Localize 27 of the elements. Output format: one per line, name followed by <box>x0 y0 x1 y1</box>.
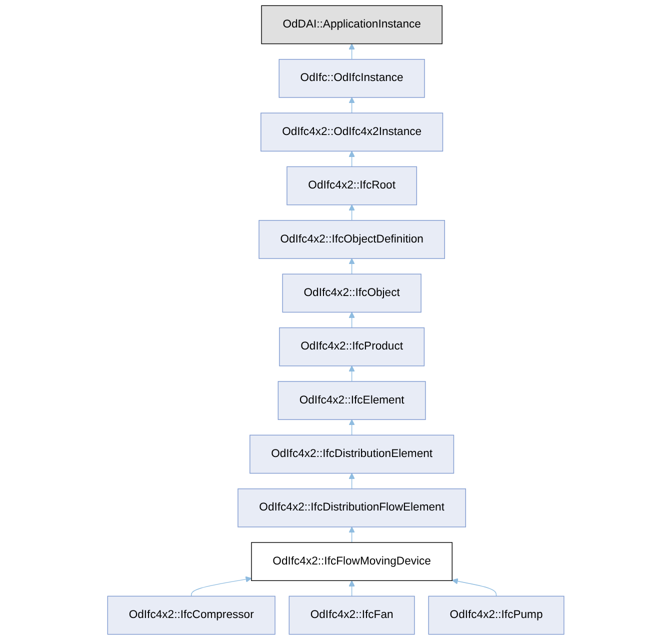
arrow <box>348 419 355 436</box>
arrow <box>348 150 355 168</box>
node-box: OdIfc4x2::IfcElement <box>278 381 426 420</box>
node-box: OdIfc4x2::IfcPump <box>428 596 564 635</box>
node-box: OdDAI::ApplicationInstance <box>260 5 442 44</box>
arrow <box>348 312 355 328</box>
node-box: OdIfc4x2::IfcObjectDefinition <box>258 220 445 259</box>
node-box: OdIfc4x2::IfcRoot <box>286 166 417 206</box>
arrow <box>190 576 252 597</box>
arrow <box>348 258 355 274</box>
node-box: OdIfc::OdIfcInstance <box>278 58 425 98</box>
node-box: OdIfc4x2::IfcFan <box>288 596 415 635</box>
node-box: OdIfc4x2::OdIfc4x2Instance <box>260 112 443 152</box>
arrow <box>348 526 355 543</box>
arrow <box>348 366 355 382</box>
arrow <box>348 97 355 114</box>
arrow <box>348 473 355 490</box>
arrow <box>452 578 496 597</box>
node-box: OdIfc4x2::IfcFlowMovingDevice <box>250 542 452 581</box>
arrow <box>348 44 355 60</box>
node-box: OdIfc4x2::IfcObject <box>282 274 422 313</box>
node-box: OdIfc4x2::IfcDistributionFlowElement <box>237 488 466 528</box>
node-box: OdIfc4x2::IfcDistributionElement <box>249 434 454 474</box>
arrow <box>348 204 355 221</box>
node-box: OdIfc4x2::IfcCompressor <box>107 596 276 635</box>
arrow <box>348 580 355 597</box>
node-box: OdIfc4x2::IfcProduct <box>278 327 424 366</box>
